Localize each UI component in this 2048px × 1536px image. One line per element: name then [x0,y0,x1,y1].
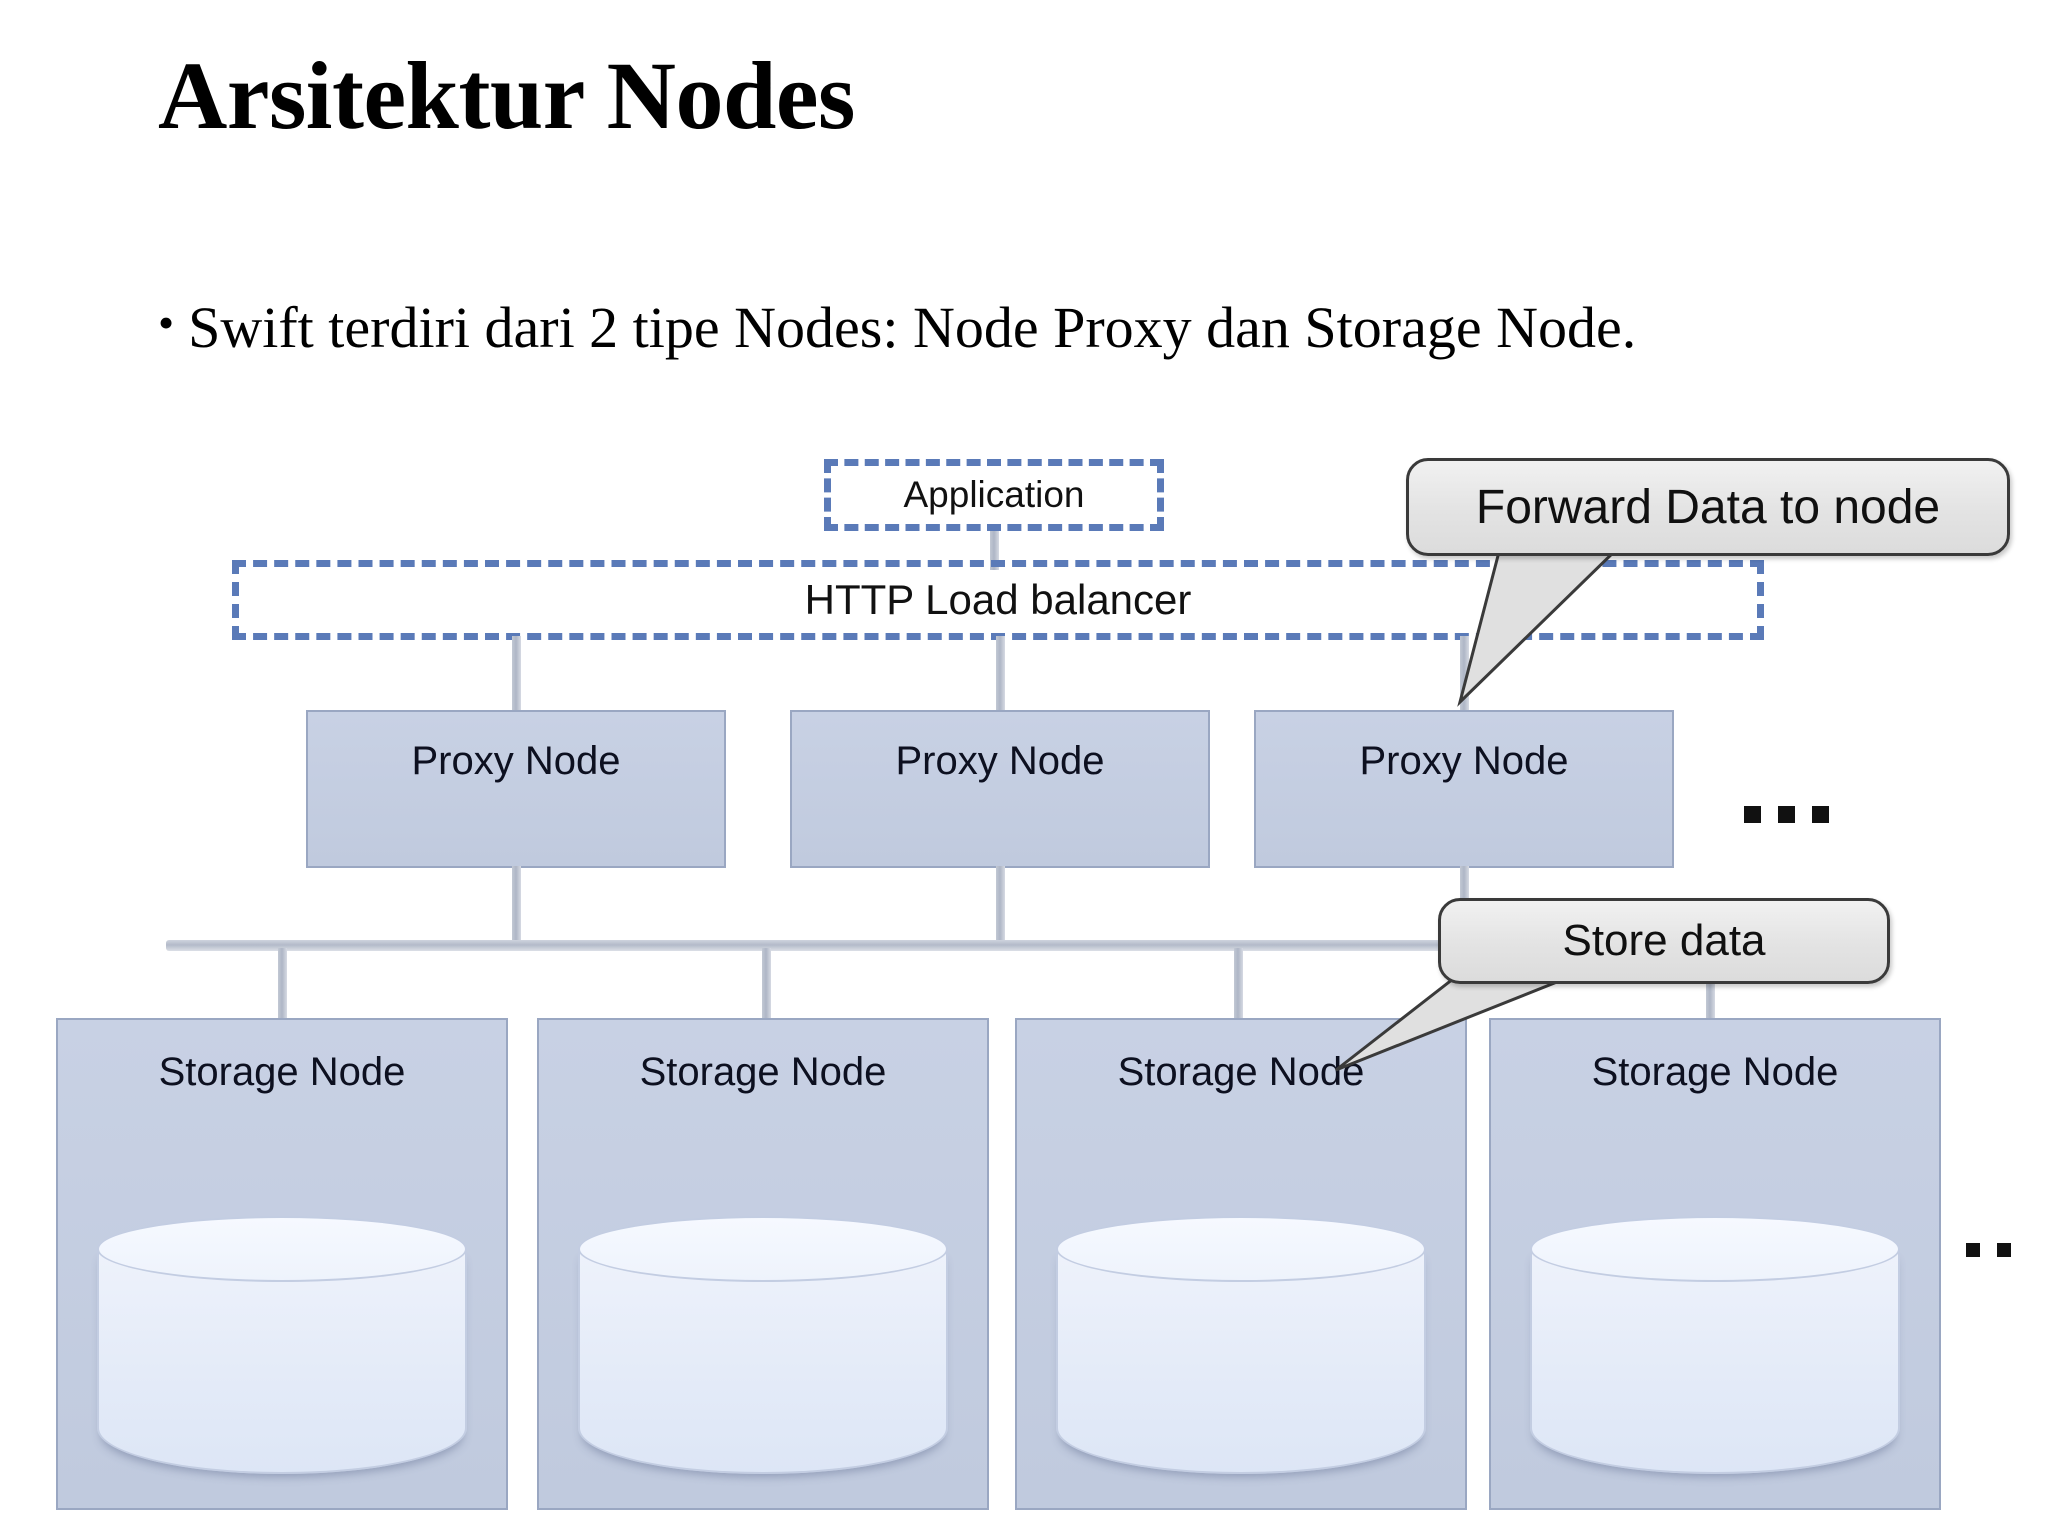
database-cylinder-icon [97,1216,467,1474]
callout-tail-store-data [1335,970,1583,1072]
storage-node-label: Storage Node [1591,1050,1839,1094]
database-cylinder-icon [1530,1216,1900,1474]
connector-loadbalancer-to-proxy-2 [996,636,1005,714]
proxy-node-box[interactable]: Proxy Node [1254,710,1674,868]
connector-bus-to-storage-4 [1706,948,1715,1020]
proxy-node-box[interactable]: Proxy Node [306,710,726,868]
storage-node-box[interactable]: Storage Node [1489,1018,1941,1510]
connector-proxy-2-to-bus [996,866,1005,946]
ellipsis-dot-icon [1744,806,1761,823]
proxy-node-label: Proxy Node [411,739,621,783]
ellipsis-dot-icon [1778,806,1795,823]
storage-node-label: Storage Node [1117,1050,1365,1094]
bullet-item-text: Swift terdiri dari 2 tipe Nodes: Node Pr… [188,295,1637,360]
ellipsis-dot-icon [1812,806,1829,823]
storage-overflow-ellipsis [1966,1243,2011,1257]
connector-application-to-loadbalancer [990,528,999,570]
storage-node-box[interactable]: Storage Node [1015,1018,1467,1510]
storage-node-box[interactable]: Storage Node [537,1018,989,1510]
storage-node-label: Storage Node [158,1050,406,1094]
connector-loadbalancer-to-proxy-1 [512,636,521,714]
connector-loadbalancer-to-proxy-3 [1460,636,1469,714]
connector-bus-to-storage-2 [762,948,771,1020]
page-title: Arsitektur Nodes [158,42,855,149]
connector-proxy-1-to-bus [512,866,521,946]
bullet-list: • Swift terdiri dari 2 tipe Nodes: Node … [158,294,1778,362]
ellipsis-dot-icon [1997,1243,2011,1257]
interconnect-bus-line [166,940,1756,951]
proxy-overflow-ellipsis [1744,806,1829,823]
proxy-node-label: Proxy Node [1359,739,1569,783]
proxy-node-label: Proxy Node [895,739,1105,783]
database-cylinder-icon [578,1216,948,1474]
http-load-balancer-label: HTTP Load balancer [804,576,1192,623]
callout-forward-data-label: Forward Data to node [1475,480,1941,534]
database-cylinder-icon [1056,1216,1426,1474]
application-label: Application [903,474,1085,515]
application-box[interactable]: Application [824,459,1164,531]
callout-store-data-label: Store data [1562,916,1766,965]
bullet-marker-icon: • [158,297,175,348]
connector-bus-to-storage-1 [278,948,287,1020]
callout-forward-data-to-node[interactable]: Forward Data to node [1406,458,2010,556]
storage-node-label: Storage Node [639,1050,887,1094]
storage-node-box[interactable]: Storage Node [56,1018,508,1510]
proxy-node-box[interactable]: Proxy Node [790,710,1210,868]
connector-bus-to-storage-3 [1234,948,1243,1020]
callout-store-data[interactable]: Store data [1438,898,1890,984]
ellipsis-dot-icon [1966,1243,1980,1257]
callout-tail-forward-data [1457,546,1622,707]
